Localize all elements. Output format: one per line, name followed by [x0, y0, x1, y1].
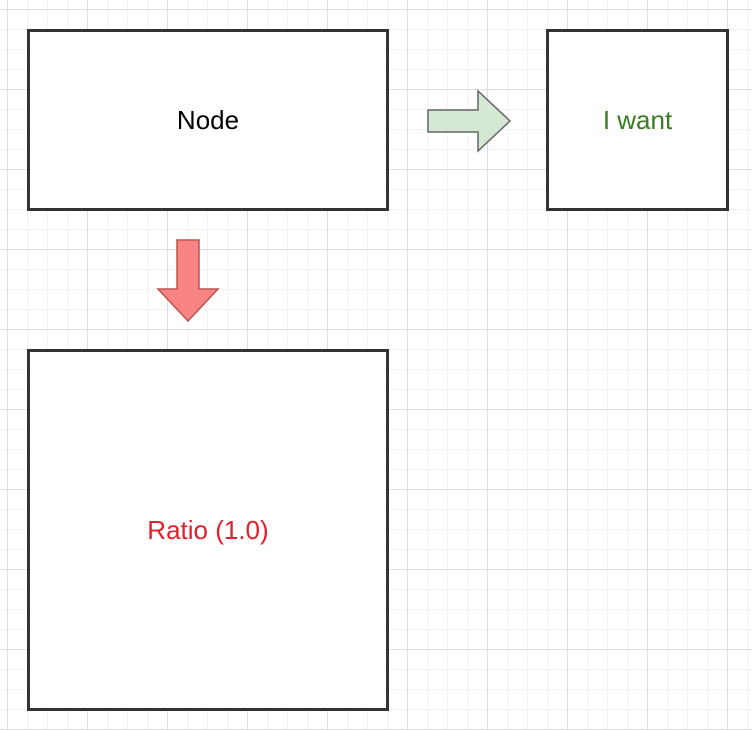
node-label: Node — [176, 104, 240, 135]
ratio-label: Ratio (1.0) — [147, 514, 269, 545]
ratio-box: Ratio (1.0) — [27, 349, 389, 711]
node-box: Node — [27, 29, 389, 211]
down-arrow-icon — [156, 239, 220, 323]
want-box: I want — [546, 29, 729, 211]
right-arrow-icon — [427, 89, 512, 153]
want-label: I want — [602, 104, 673, 135]
